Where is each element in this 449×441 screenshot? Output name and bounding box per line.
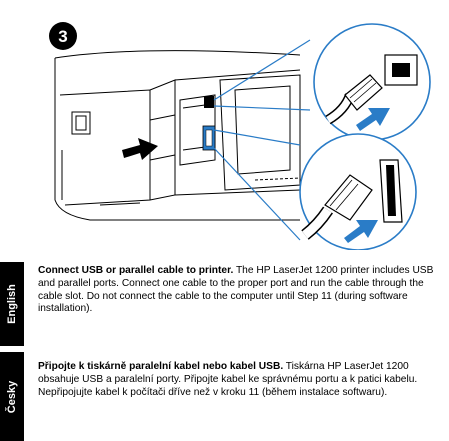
instruction-body: Tiskárna HP LaserJet 1200 obsahuje USB a… bbox=[38, 361, 418, 398]
language-tab-czech: Česky bbox=[0, 352, 24, 441]
printer-parallel-port bbox=[202, 125, 216, 151]
language-tab-english: English bbox=[0, 262, 24, 346]
zoom-leader-lines bbox=[213, 39, 311, 241]
instruction-heading: Připojte k tiskárně paralelní kabel nebo… bbox=[38, 361, 284, 372]
usb-zoom-detail bbox=[313, 23, 431, 141]
step-number: 3 bbox=[58, 27, 67, 46]
language-label: English bbox=[6, 284, 18, 324]
printer-rear-drawing bbox=[54, 50, 301, 221]
parallel-zoom-detail bbox=[299, 133, 417, 250]
instruction-body: The HP LaserJet 1200 printer includes US… bbox=[38, 265, 434, 315]
czech-instructions: Připojte k tiskárně paralelní kabel nebo… bbox=[38, 361, 440, 399]
step-number-badge bbox=[49, 22, 77, 50]
instruction-heading: Connect USB or parallel cable to printer… bbox=[38, 265, 234, 276]
language-label: Česky bbox=[6, 380, 18, 413]
printer-usb-port bbox=[204, 96, 214, 108]
parallel-insert-arrow bbox=[344, 220, 378, 243]
usb-insert-arrow bbox=[356, 108, 390, 131]
english-instructions: Connect USB or parallel cable to printer… bbox=[38, 265, 440, 316]
cable-slot-arrow bbox=[122, 138, 158, 160]
printer-cable-illustration: 3 bbox=[49, 22, 431, 250]
